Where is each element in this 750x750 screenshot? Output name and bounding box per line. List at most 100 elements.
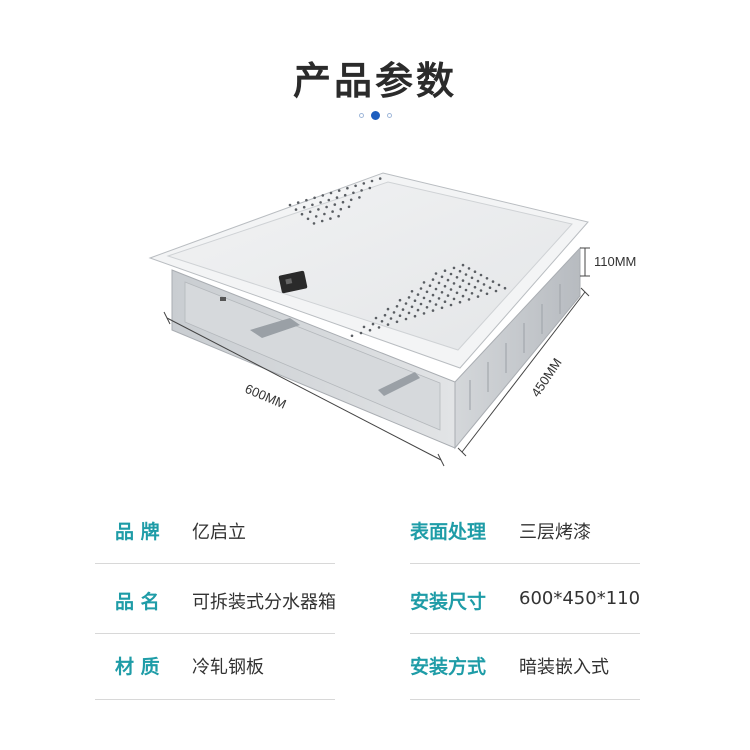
vent-hole bbox=[370, 179, 374, 183]
vent-hole bbox=[389, 317, 393, 320]
vent-hole bbox=[494, 289, 498, 293]
vent-hole bbox=[419, 287, 423, 290]
vent-hole bbox=[440, 306, 444, 310]
vent-hole bbox=[308, 210, 312, 214]
vent-hole bbox=[354, 184, 357, 188]
vent-hole bbox=[458, 269, 462, 273]
spec-label-brand: 品 牌 bbox=[115, 521, 160, 543]
vent-hole bbox=[443, 284, 447, 288]
vent-hole bbox=[294, 208, 298, 211]
vent-hole bbox=[428, 284, 432, 288]
vent-hole bbox=[321, 194, 325, 197]
vent-hole bbox=[398, 298, 402, 302]
pager-dot-3[interactable] bbox=[386, 113, 392, 118]
vent-hole bbox=[371, 322, 375, 326]
vent-hole bbox=[455, 276, 459, 279]
vent-hole bbox=[461, 279, 465, 282]
vent-hole bbox=[300, 212, 304, 216]
dim-width-label: 600MM bbox=[243, 381, 289, 412]
vent-hole bbox=[491, 280, 495, 283]
vent-hole bbox=[349, 198, 353, 202]
vent-hole bbox=[360, 189, 363, 192]
vent-hole bbox=[413, 299, 417, 303]
vent-hole bbox=[422, 281, 426, 284]
vent-hole bbox=[368, 186, 372, 190]
vent-hole bbox=[473, 285, 477, 289]
vent-hole bbox=[398, 314, 402, 318]
vent-hole bbox=[325, 205, 328, 209]
vent-hole bbox=[305, 198, 308, 202]
vent-hole bbox=[428, 299, 432, 303]
vent-hole bbox=[339, 207, 343, 211]
vent-hole bbox=[503, 286, 507, 290]
vent-hole bbox=[479, 273, 483, 277]
spec-divider bbox=[410, 633, 640, 634]
vent-hole bbox=[410, 305, 414, 309]
vent-hole bbox=[392, 311, 396, 314]
vent-hole bbox=[395, 305, 399, 308]
vent-hole bbox=[482, 283, 486, 286]
vent-hole bbox=[467, 267, 471, 270]
vent-hole bbox=[288, 203, 292, 207]
vent-hole bbox=[407, 296, 411, 299]
vent-hole bbox=[434, 287, 438, 291]
vent-hole bbox=[416, 308, 420, 312]
spec-label-material: 材 质 bbox=[115, 656, 160, 678]
page-title: 产品参数 bbox=[292, 59, 457, 103]
vent-hole bbox=[467, 282, 471, 286]
vent-hole bbox=[331, 210, 334, 213]
vent-hole bbox=[431, 278, 435, 281]
vent-hole bbox=[443, 300, 447, 304]
vent-hole bbox=[407, 311, 411, 315]
vent-hole bbox=[350, 334, 354, 338]
spec-divider bbox=[410, 699, 640, 700]
spec-value-material: 冷轧钢板 bbox=[192, 657, 264, 678]
vent-hole bbox=[431, 309, 435, 312]
vent-hole bbox=[296, 201, 300, 204]
vent-hole bbox=[425, 306, 429, 309]
vent-hole bbox=[425, 290, 429, 294]
vent-hole bbox=[395, 320, 399, 324]
spec-value-brand: 亿启立 bbox=[192, 522, 246, 543]
spec-value-install-size: 600*450*110 bbox=[519, 588, 641, 609]
vent-hole bbox=[443, 269, 447, 273]
vent-hole bbox=[377, 326, 381, 329]
vent-hole bbox=[485, 292, 489, 296]
vent-hole bbox=[452, 266, 456, 270]
spec-value-name: 可拆装式分水器箱 bbox=[192, 592, 336, 613]
vent-hole bbox=[404, 302, 408, 305]
vent-hole bbox=[319, 201, 322, 204]
vent-hole bbox=[467, 298, 471, 301]
vent-hole bbox=[413, 314, 417, 318]
dim-height-label: 110MM bbox=[594, 254, 636, 269]
vent-hole bbox=[410, 290, 414, 293]
vent-hole bbox=[437, 297, 441, 300]
vent-hole bbox=[329, 217, 332, 220]
vent-hole bbox=[446, 278, 450, 282]
vent-hole bbox=[359, 331, 363, 335]
vent-hole bbox=[343, 193, 347, 197]
vent-hole bbox=[378, 177, 382, 180]
vent-hole bbox=[470, 292, 474, 295]
vent-hole bbox=[485, 277, 489, 280]
vent-hole bbox=[327, 198, 331, 202]
vent-hole bbox=[374, 316, 378, 320]
pager-dot-1[interactable] bbox=[358, 113, 364, 118]
vent-hole bbox=[497, 283, 501, 287]
spec-divider bbox=[95, 563, 335, 564]
vent-hole bbox=[452, 297, 456, 301]
vent-hole bbox=[422, 296, 426, 300]
vent-hole bbox=[401, 308, 405, 311]
spec-divider bbox=[410, 563, 640, 564]
dim-depth-label: 450MM bbox=[528, 355, 565, 399]
vent-hole bbox=[346, 186, 349, 190]
vent-hole bbox=[314, 215, 318, 218]
vent-hole bbox=[347, 205, 351, 209]
vent-hole bbox=[306, 217, 310, 221]
pager-dot-2[interactable] bbox=[370, 111, 380, 120]
vent-hole bbox=[437, 281, 441, 285]
vent-hole bbox=[419, 302, 423, 306]
vent-hole bbox=[383, 313, 387, 317]
vent-hole bbox=[386, 307, 390, 311]
carousel-pager[interactable] bbox=[0, 111, 750, 120]
